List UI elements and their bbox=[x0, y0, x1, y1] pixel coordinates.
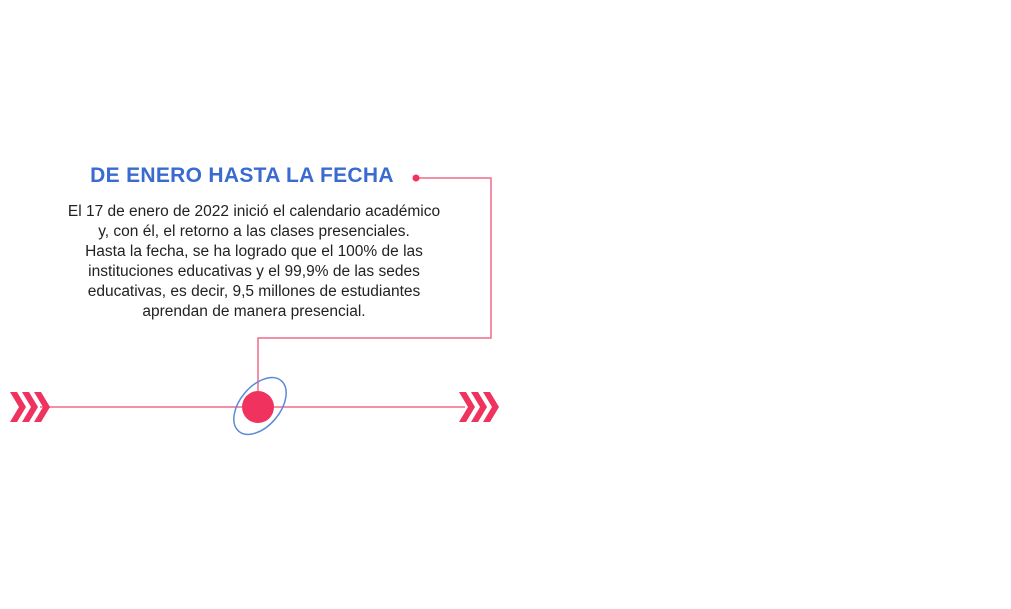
section-description: El 17 de enero de 2022 inició el calenda… bbox=[20, 202, 488, 322]
description-line: educativas, es decir, 9,5 millones de es… bbox=[87, 283, 421, 300]
chevrons-left-icon bbox=[10, 392, 50, 422]
connector-dot bbox=[412, 174, 420, 182]
connector-line bbox=[257, 177, 492, 392]
description-line: y, con él, el retorno a las clases prese… bbox=[98, 223, 410, 240]
chevrons-right-icon bbox=[459, 392, 499, 422]
section-title: DE ENERO HASTA LA FECHA bbox=[90, 164, 394, 187]
orbit-icon bbox=[233, 376, 287, 436]
description-line: aprendan de manera presencial. bbox=[142, 303, 366, 320]
description-line: instituciones educativas y el 99,9% de l… bbox=[88, 263, 420, 280]
timeline-marker bbox=[242, 391, 274, 423]
description-line: El 17 de enero de 2022 inició el calenda… bbox=[67, 203, 441, 220]
description-line: Hasta la fecha, se ha logrado que el 100… bbox=[85, 243, 423, 260]
